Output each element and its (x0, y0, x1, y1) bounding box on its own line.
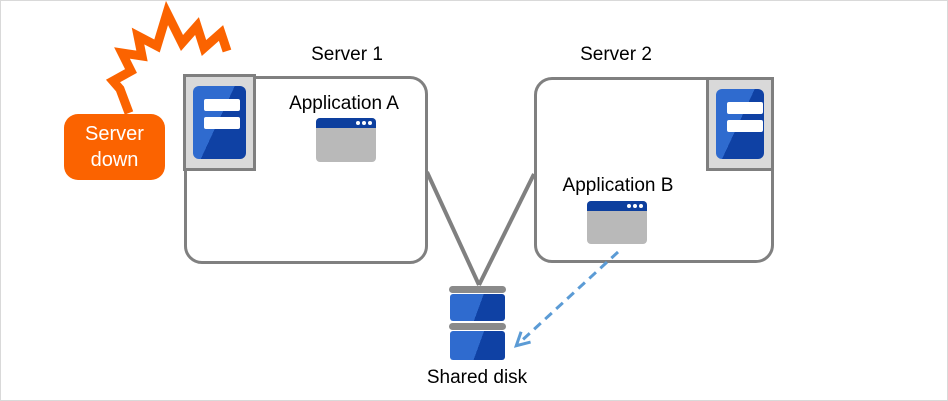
window-dot-icon (627, 204, 631, 208)
disk-body (450, 294, 505, 321)
application-a-label: Application A (289, 93, 399, 114)
server-tower-icon (183, 74, 256, 171)
window-dot-icon (639, 204, 643, 208)
window-dot-icon (356, 121, 360, 125)
server-tower-icon (706, 77, 774, 171)
app-window-icon (316, 118, 376, 162)
window-dot-icon (368, 121, 372, 125)
shared-disk-icon (449, 286, 506, 360)
disk-platter-bar (449, 323, 506, 330)
server1-title: Server 1 (311, 44, 383, 65)
connector-server1-disk (425, 171, 481, 286)
app-window-titlebar (587, 201, 647, 211)
disk-body (450, 331, 505, 360)
window-dot-icon (633, 204, 637, 208)
window-dot-icon (362, 121, 366, 125)
server-tower-body (193, 86, 246, 159)
disk-platter-bar (449, 286, 506, 293)
server-tower-slot (727, 120, 763, 132)
server-tower-body (716, 89, 764, 159)
server-tower-slot (727, 102, 763, 114)
app-window-icon (587, 201, 647, 244)
app-b-disk-arrow (513, 250, 620, 348)
connector-server2-disk (477, 173, 536, 286)
server-tower-slot (204, 117, 240, 129)
server-tower-slot (204, 99, 240, 111)
shared-disk-label: Shared disk (426, 367, 528, 388)
application-b-label: Application B (562, 175, 674, 196)
app-window-titlebar (316, 118, 376, 128)
server-down-badge: Server down (64, 114, 165, 180)
server2-title: Server 2 (580, 44, 652, 65)
